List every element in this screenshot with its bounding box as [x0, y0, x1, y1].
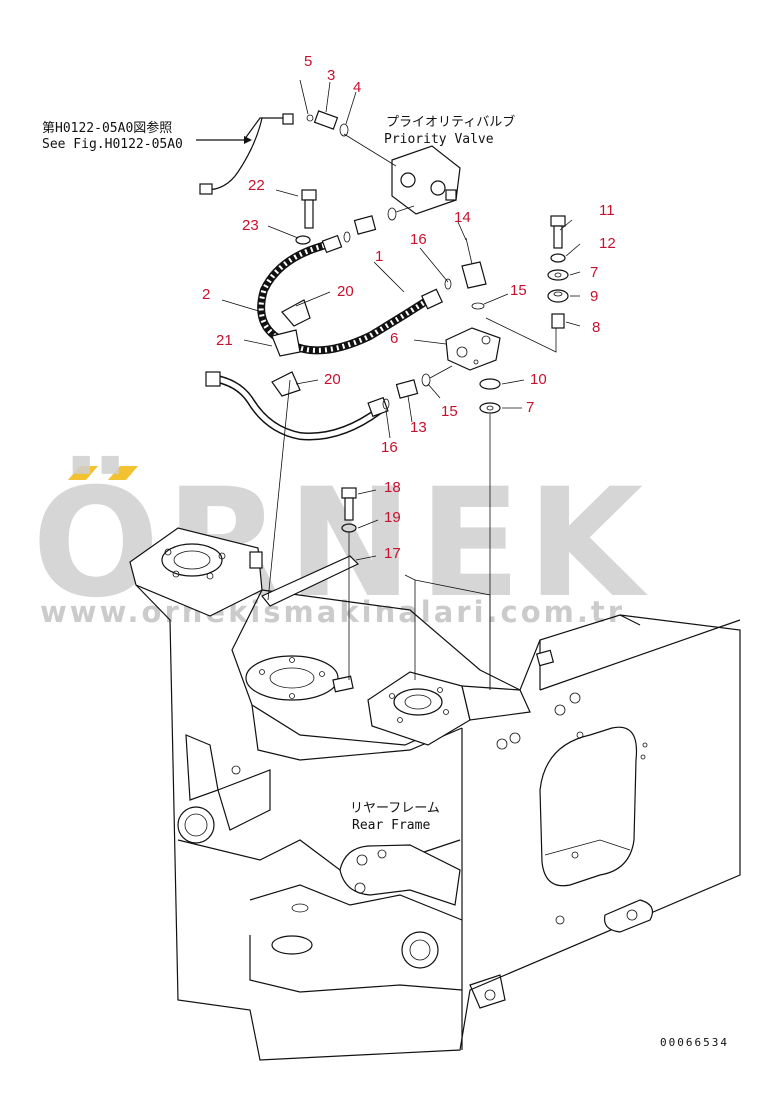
frame-window — [539, 726, 638, 887]
watermark-brand: ÖRNEK — [32, 455, 649, 631]
strap-bar — [261, 555, 360, 607]
part-number: 12 — [599, 235, 616, 252]
part-number: 20 — [324, 371, 341, 388]
part-number: 13 — [410, 419, 427, 436]
part-number: 16 — [410, 231, 427, 248]
part-number: 3 — [327, 67, 335, 84]
frame-right-pad — [367, 671, 471, 746]
see-fig-label-en: See Fig.H0122-05A0 — [42, 137, 183, 152]
priority-valve — [343, 133, 461, 215]
watermark-accent-left — [68, 466, 98, 480]
leaders — [221, 79, 581, 561]
part-number: 4 — [353, 79, 361, 96]
part-number: 18 — [384, 479, 401, 496]
part-number: 9 — [590, 288, 598, 305]
part-numbers: 5 3 4 22 23 14 16 1 11 12 7 9 15 8 2 20 … — [202, 53, 616, 562]
frame-link-plate — [339, 844, 461, 906]
part-number: 5 — [304, 53, 312, 70]
part-number: 10 — [530, 371, 547, 388]
part-number: 19 — [384, 509, 401, 526]
part-number: 20 — [337, 283, 354, 300]
rear-frame-label-en: Rear Frame — [352, 818, 430, 833]
watermark-url: www.ornekismakinalari.com.tr — [40, 595, 625, 629]
part-number: 8 — [592, 319, 600, 336]
drawing-code: 00066534 — [660, 1036, 729, 1049]
priority-valve-label-en: Priority Valve — [384, 132, 494, 147]
watermark: ÖRNEK www.ornekismakinalari.com.tr — [32, 455, 649, 631]
part-number: 15 — [441, 403, 458, 420]
priority-valve-label-jp: プライオリティバルブ — [386, 114, 515, 130]
rear-frame-label-jp: リヤーフレーム — [350, 801, 440, 816]
part-number: 22 — [248, 177, 265, 194]
part-number: 21 — [216, 332, 233, 349]
part-number: 16 — [381, 439, 398, 456]
leader-see-fig — [196, 117, 286, 141]
part-number: 23 — [242, 217, 259, 234]
manifold-block — [445, 327, 501, 371]
part-number: 1 — [375, 248, 383, 265]
part-number: 2 — [202, 286, 210, 303]
part-number: 7 — [526, 399, 534, 416]
part-number: 15 — [510, 282, 527, 299]
part-number: 11 — [599, 202, 615, 219]
hoses-and-fittings — [196, 110, 569, 690]
part-number: 14 — [454, 209, 471, 226]
see-fig-label-jp: 第H0122-05A0図参照 — [42, 120, 172, 136]
labels: 第H0122-05A0図参照 See Fig.H0122-05A0 プライオリテ… — [42, 114, 729, 1049]
watermark-accent-right — [108, 466, 138, 480]
rear-frame — [129, 527, 741, 1061]
part-number: 7 — [590, 264, 598, 281]
part-number: 17 — [384, 545, 401, 562]
part-number: 6 — [390, 330, 398, 347]
